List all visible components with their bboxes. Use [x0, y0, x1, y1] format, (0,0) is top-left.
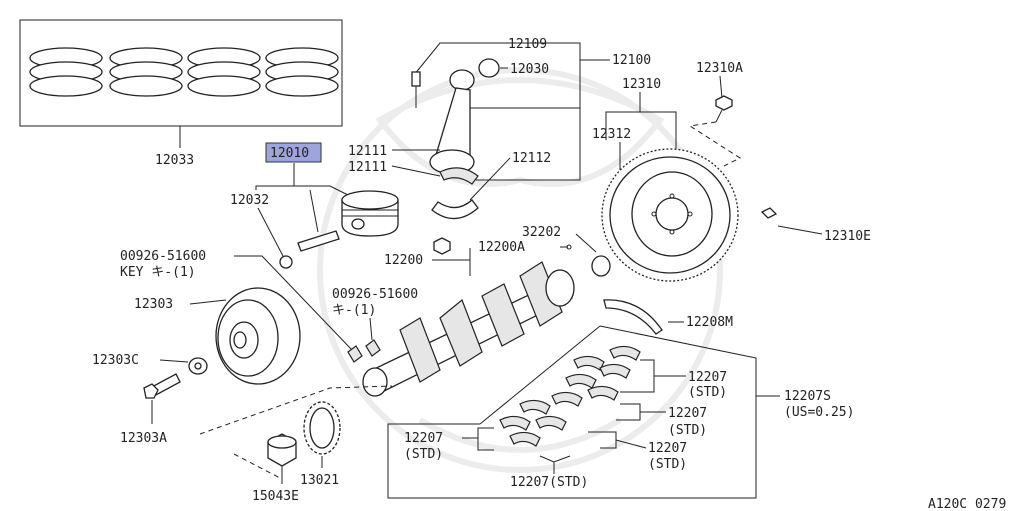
label-12200[interactable]: 12200: [384, 253, 423, 268]
label-12303A[interactable]: 12303A: [120, 431, 167, 446]
label-note-b[interactable]: キ-(1): [332, 303, 376, 318]
label-12310A[interactable]: 12310A: [696, 61, 743, 76]
ring-stack-2: [109, 47, 183, 97]
connecting-rod-bushing[interactable]: [478, 58, 500, 78]
label-12207-5[interactable]: 12207(STD): [510, 475, 588, 490]
label-12100[interactable]: 12100: [612, 53, 651, 68]
label-std-3[interactable]: (STD): [648, 457, 687, 472]
label-15043E[interactable]: 15043E: [252, 489, 299, 504]
label-12310[interactable]: 12310: [622, 77, 661, 92]
thrust-washer[interactable]: [603, 299, 663, 335]
pilot-bushing[interactable]: [591, 255, 611, 277]
label-12111-b[interactable]: 12111: [348, 160, 387, 175]
piston[interactable]: [341, 190, 399, 237]
label-12030[interactable]: 12030: [510, 62, 549, 77]
label-12010[interactable]: 12010: [270, 146, 309, 161]
label-12310E[interactable]: 12310E: [824, 229, 871, 244]
label-12207-4[interactable]: 12207: [404, 431, 443, 446]
label-12111-a[interactable]: 12111: [348, 144, 387, 159]
label-12303C[interactable]: 12303C: [92, 353, 139, 368]
rod-nut[interactable]: [433, 237, 451, 255]
pulley-washer[interactable]: [188, 357, 208, 375]
crank-nut[interactable]: [267, 433, 297, 467]
label-32202[interactable]: 32202: [522, 225, 561, 240]
snap-ring[interactable]: [279, 255, 293, 269]
figure-code: A120C 0279: [928, 497, 1006, 511]
rod-bearing-upper[interactable]: [439, 167, 479, 185]
flywheel[interactable]: [601, 148, 739, 282]
ring-stack-1: [29, 47, 103, 97]
woodruff-key-b[interactable]: [365, 339, 381, 357]
label-key-note[interactable]: KEY キ-(1): [120, 265, 196, 280]
label-12207-1[interactable]: 12207: [688, 370, 727, 385]
crankshaft[interactable]: [362, 261, 575, 397]
highlight-12010: [265, 142, 322, 163]
label-00926-a[interactable]: 00926-51600: [120, 249, 206, 264]
label-12032[interactable]: 12032: [230, 193, 269, 208]
label-12207-3[interactable]: 12207: [648, 441, 687, 456]
rod-cap[interactable]: [431, 199, 479, 220]
label-13021[interactable]: 13021: [300, 473, 339, 488]
label-12207-2[interactable]: 12207: [668, 406, 707, 421]
main-bearing-set[interactable]: [387, 325, 757, 499]
dowel-pin[interactable]: [760, 207, 778, 219]
pulley-bolt[interactable]: [143, 373, 181, 399]
ring-stack-3: [187, 47, 261, 97]
piston-pin[interactable]: [297, 230, 340, 252]
label-00926-b[interactable]: 00926-51600: [332, 287, 418, 302]
woodruff-key-a[interactable]: [347, 345, 363, 363]
label-12200A[interactable]: 12200A: [478, 240, 525, 255]
main-bearing-shells[interactable]: [499, 345, 641, 447]
label-std-1[interactable]: (STD): [688, 385, 727, 400]
ring-stack-4: [265, 47, 339, 97]
label-12033[interactable]: 12033: [155, 153, 194, 168]
crank-sprocket[interactable]: [303, 401, 341, 455]
piston-ring-set[interactable]: [19, 19, 343, 127]
label-std-2[interactable]: (STD): [668, 423, 707, 438]
label-us-note[interactable]: (US=0.25): [784, 405, 854, 420]
crank-pulley[interactable]: [215, 287, 301, 385]
label-12208M[interactable]: 12208M: [686, 315, 733, 330]
label-12207S[interactable]: 12207S: [784, 389, 831, 404]
label-std-4[interactable]: (STD): [404, 447, 443, 462]
label-12109[interactable]: 12109: [508, 37, 547, 52]
label-12303[interactable]: 12303: [134, 297, 173, 312]
flywheel-bolt[interactable]: [715, 95, 733, 123]
rod-bolt[interactable]: [411, 71, 421, 108]
label-12312[interactable]: 12312: [592, 127, 631, 142]
label-12112[interactable]: 12112: [512, 151, 551, 166]
